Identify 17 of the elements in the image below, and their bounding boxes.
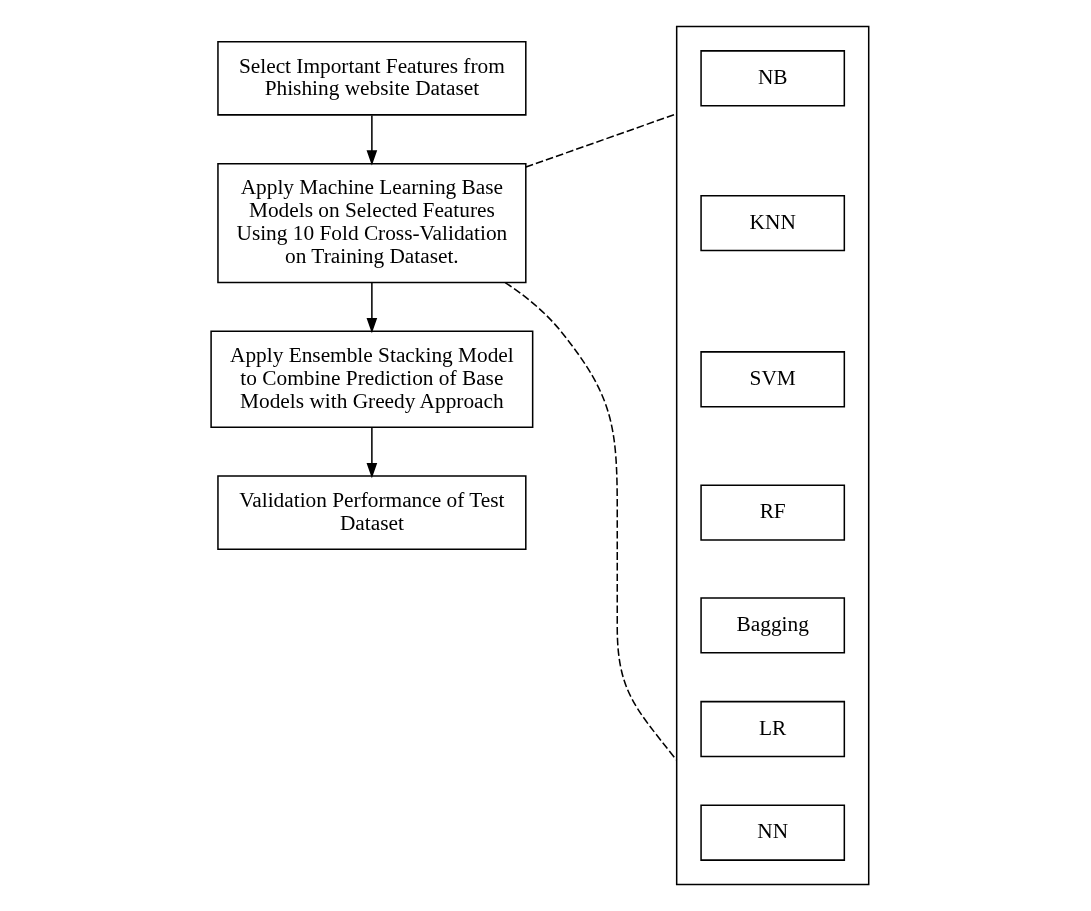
- arrow: [366, 282, 377, 334]
- connector: [504, 281, 677, 761]
- cluster: [675, 25, 869, 886]
- node-box: NB: [699, 50, 845, 107]
- node-box: SVM: [699, 351, 845, 408]
- arrow: [366, 427, 377, 479]
- node-box: Bagging: [699, 597, 845, 654]
- node-box: RF: [699, 484, 845, 541]
- node-box: Select Important Features from Phishing website Dataset: [216, 40, 527, 116]
- node-box: KNN: [699, 194, 845, 252]
- node-box: Apply Ensemble Stacking Model to Combine Prediction of Base Models with Greedy Approach: [209, 330, 533, 429]
- node-box: Validation Performance of Test Dataset: [216, 475, 527, 550]
- node-box: LR: [699, 700, 845, 758]
- connector: [524, 113, 677, 168]
- arrow: [366, 114, 377, 166]
- node-box: Apply Machine Learning Base Models on Selected Features Using 10 Fold Cross-Validation on Training Dataset.: [216, 162, 527, 284]
- node-box: NN: [699, 804, 845, 861]
